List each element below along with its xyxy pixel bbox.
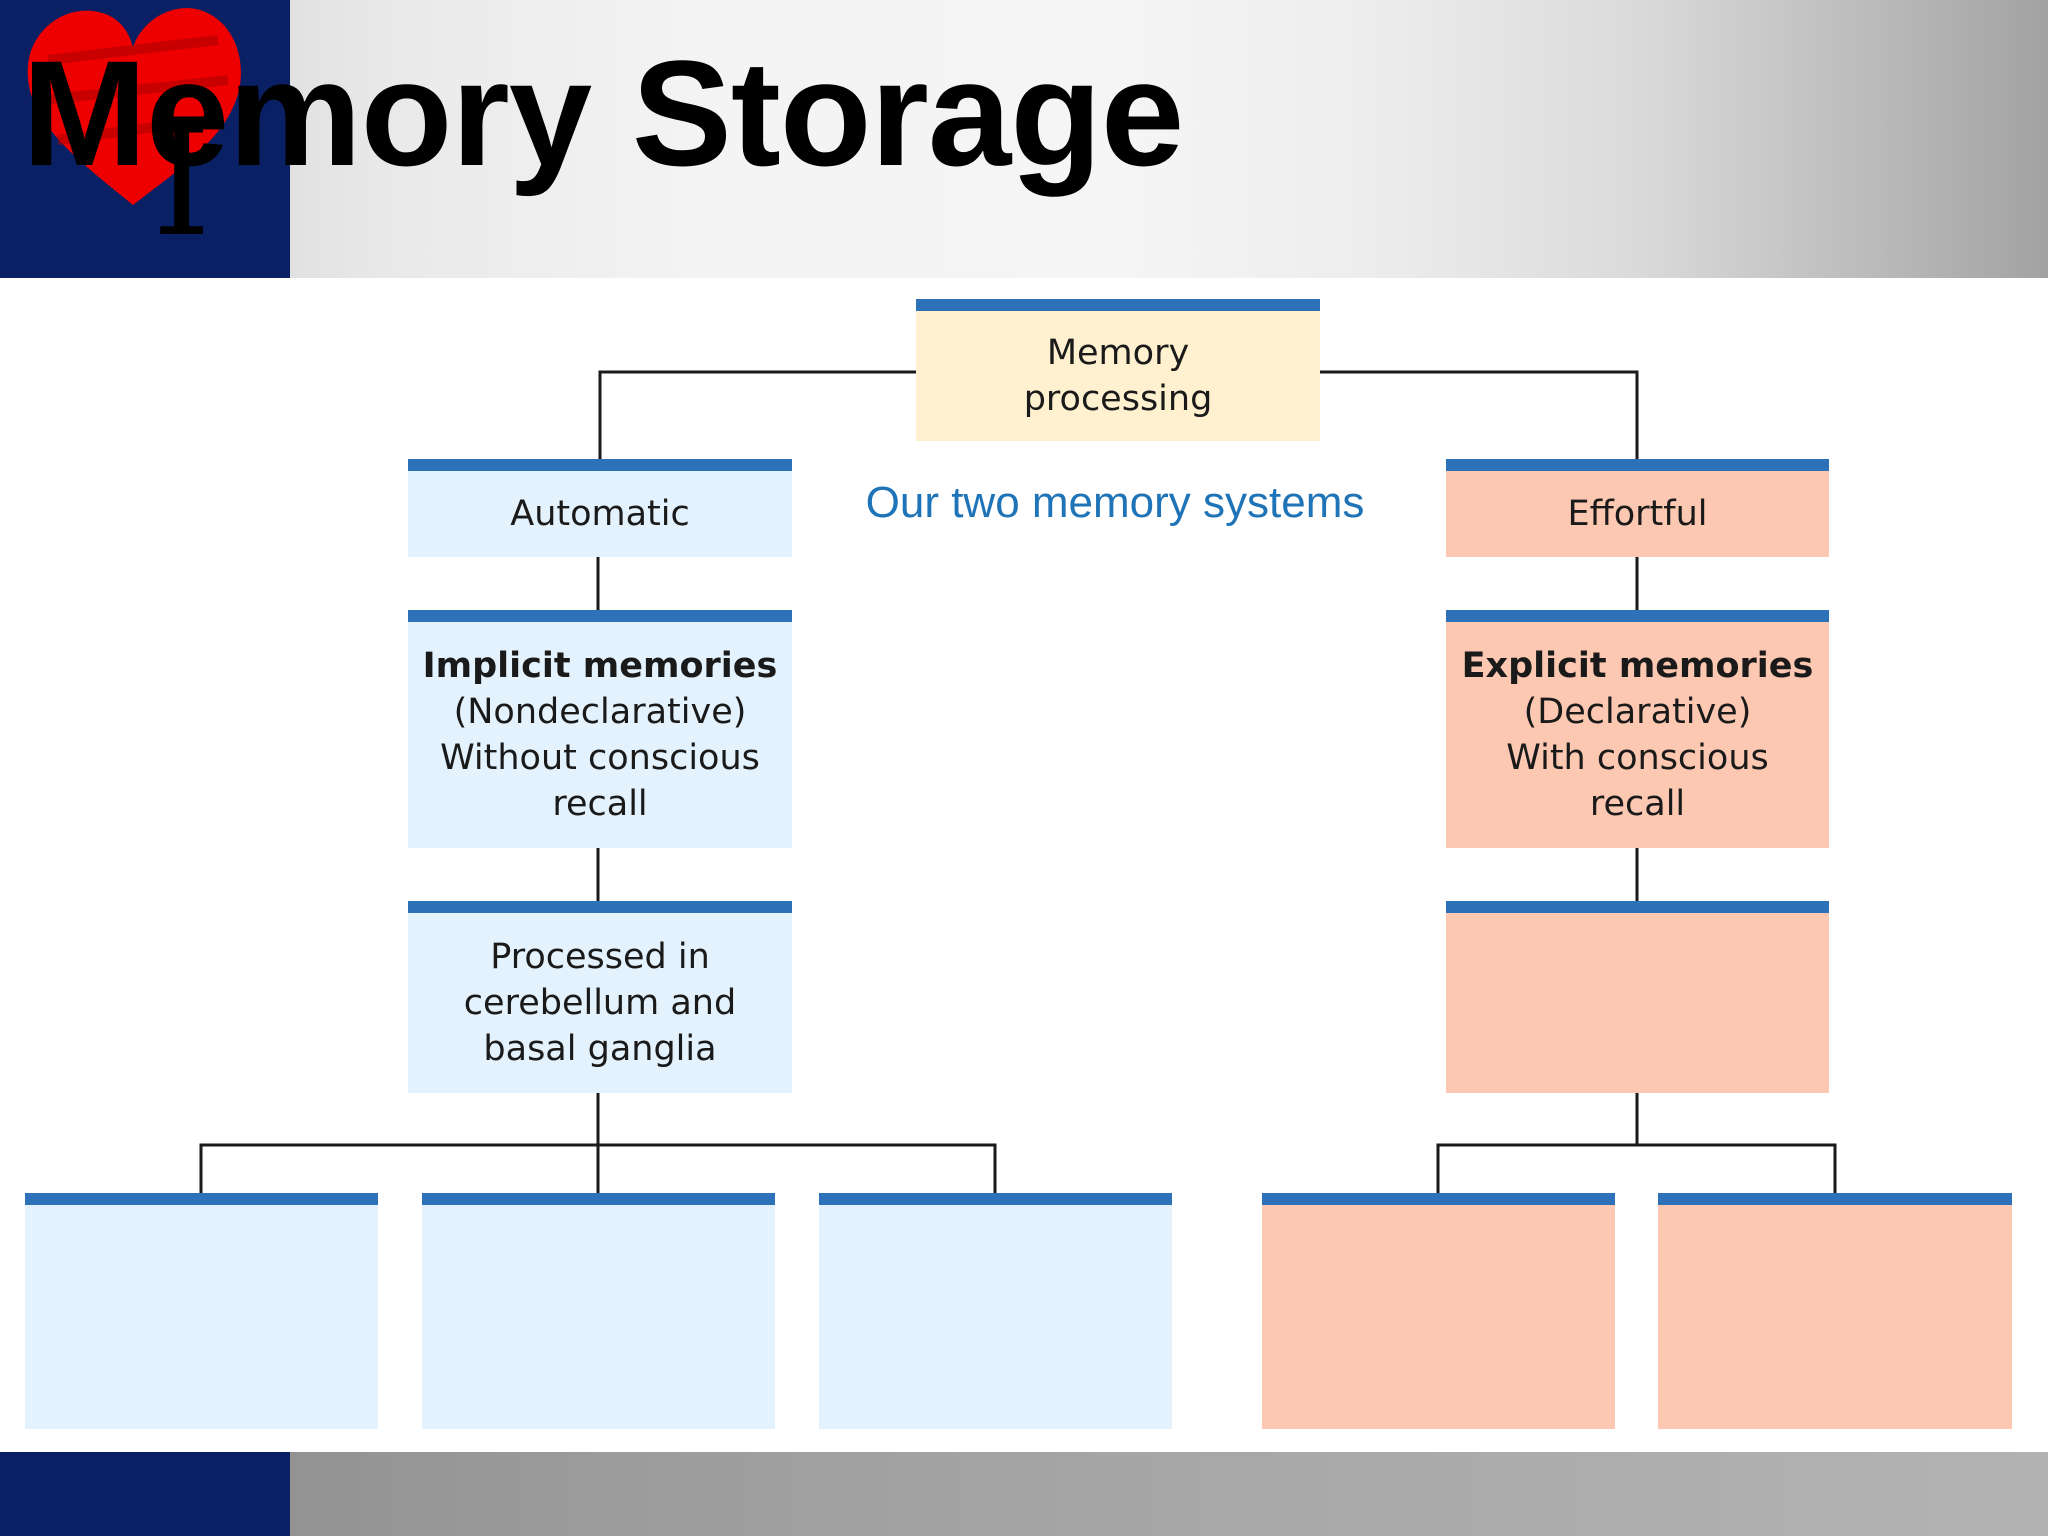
memory-processing-box: Memory processing [916,299,1320,441]
processed-in-line-2: cerebellum and [463,983,737,1023]
slide-header [0,0,2048,278]
explicit-memories-heading: Explicit memories [1461,646,1814,686]
automatic-label: Automatic [510,494,690,534]
explicit-memories-line-4: recall [1589,784,1686,824]
implicit-memories-line-3: Without conscious [440,738,760,778]
automatic-box: Automatic [408,459,792,557]
processed-in-line-1: Processed in [490,937,710,977]
connector-effortful-branches [1436,1143,1837,1193]
diagram-subtitle: Our two memory systems [865,478,1365,527]
explicit-memories-box: Explicit memories (Declarative) With con… [1446,610,1829,848]
memory-processing-line-2: processing [1023,379,1213,419]
implicit-memories-line-4: recall [552,784,648,824]
connector-root-effortful [1320,370,1639,460]
connector-root-automatic [598,370,916,460]
processed-in-line-3: basal ganglia [483,1029,717,1069]
slide-title: Memory Storage [22,29,1184,197]
implicit-memories-box: Implicit memories (Nondeclarative) Witho… [408,610,792,848]
automatic-branch-box-1 [25,1193,378,1429]
footer-accent [0,1452,290,1536]
logo: I [0,0,290,278]
automatic-branch-box-3 [819,1193,1172,1429]
explicit-memories-line-2: (Declarative) [1523,692,1752,732]
automatic-branch-box-2 [422,1193,775,1429]
effortful-processed-box [1446,901,1829,1093]
implicit-memories-heading: Implicit memories [422,646,778,686]
memory-processing-line-1: Memory [1046,333,1190,373]
implicit-memories-line-2: (Nondeclarative) [453,692,747,732]
effortful-branch-box-1 [1262,1193,1615,1429]
red-heart-icon [27,8,241,205]
slide-footer [0,1452,2048,1536]
logo-letter-icon: I [152,96,212,270]
explicit-memories-line-3: With conscious [1506,738,1769,778]
processed-in-box: Processed in cerebellum and basal gangli… [408,901,792,1093]
effortful-branch-box-2 [1658,1193,2012,1429]
effortful-label: Effortful [1567,494,1708,534]
effortful-box: Effortful [1446,459,1829,557]
